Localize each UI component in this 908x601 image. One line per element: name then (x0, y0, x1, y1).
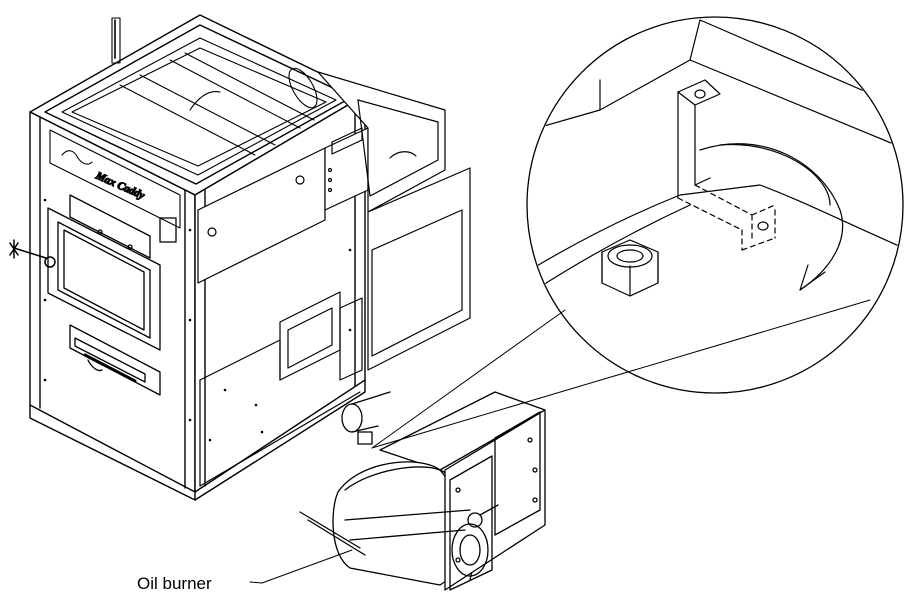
detail-contents (530, 20, 908, 296)
side-access-panel (198, 148, 325, 283)
fire-door (48, 195, 176, 350)
detail-leader-lines (372, 300, 870, 448)
detail-magnifier (527, 17, 903, 393)
fasteners (43, 198, 352, 442)
ash-door (70, 325, 160, 395)
lower-side-panel (200, 340, 360, 486)
door-handle (10, 240, 55, 267)
top-opening (62, 18, 336, 175)
callout-leader (250, 550, 352, 583)
oil-burner (300, 392, 545, 590)
blower-housing (318, 72, 470, 370)
oil-burner-label: Oil burner (137, 574, 212, 593)
